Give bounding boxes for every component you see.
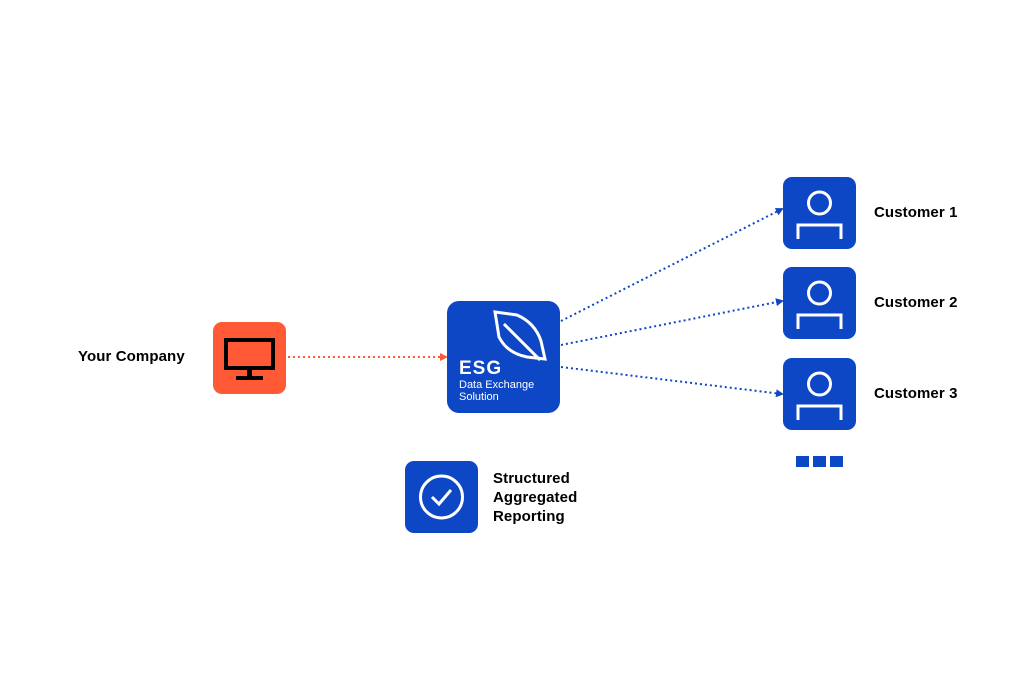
company-label: Your Company (78, 348, 185, 365)
user-icon (796, 371, 843, 420)
customer-tile-2 (783, 267, 856, 339)
reporting-label-line3: Reporting (493, 508, 565, 525)
esg-to-customer-3-connector (560, 366, 784, 398)
ellipsis-dot (796, 456, 809, 467)
reporting-label-line2: Aggregated (493, 489, 578, 506)
leaf-icon (493, 310, 547, 362)
monitor-icon (224, 338, 275, 380)
esg-to-customer-1-connector (560, 208, 784, 322)
esg-to-customer-2-connector (560, 298, 784, 346)
customer-label-2: Customer 2 (874, 294, 958, 311)
esg-tile: ESG Data Exchange Solution (447, 301, 560, 413)
ellipsis-icon (796, 456, 846, 468)
user-icon (796, 280, 843, 329)
customer-tile-3 (783, 358, 856, 430)
check-circle-icon (419, 474, 464, 520)
reporting-label-line1: Structured (493, 470, 570, 487)
reporting-tile (405, 461, 478, 533)
ellipsis-dot (830, 456, 843, 467)
customer-label-1: Customer 1 (874, 204, 958, 221)
esg-title: ESG (459, 358, 503, 379)
esg-subtitle-line2: Solution (459, 391, 499, 403)
reporting-label: Structured Aggregated Reporting (493, 469, 577, 526)
customer-label-3: Customer 3 (874, 385, 958, 402)
esg-subtitle-line1: Data Exchange (459, 379, 535, 391)
ellipsis-dot (813, 456, 826, 467)
company-tile (213, 322, 286, 394)
user-icon (796, 190, 843, 239)
customer-tile-1 (783, 177, 856, 249)
